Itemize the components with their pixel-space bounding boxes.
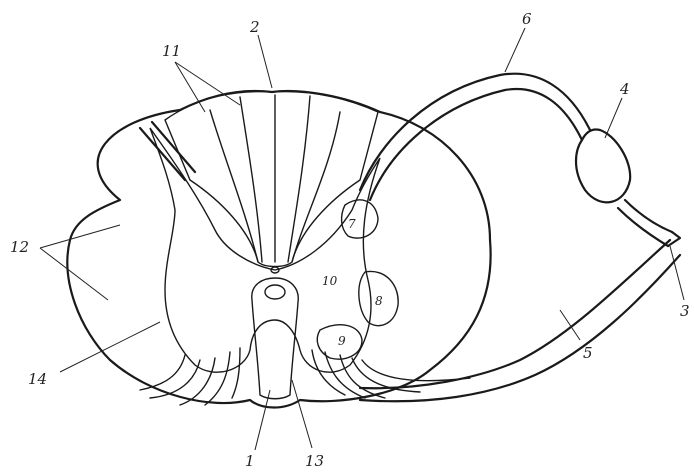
label-4: 4	[619, 80, 630, 98]
label-12: 12	[10, 238, 29, 256]
leader-14	[60, 322, 160, 372]
leader-4	[605, 98, 622, 138]
leader-6	[505, 28, 525, 72]
label-1: 1	[245, 452, 255, 470]
white-matter	[67, 91, 490, 408]
leader-13	[292, 380, 312, 448]
dorsal-root-6	[360, 74, 590, 190]
leader-3	[670, 246, 684, 300]
ventral-rootlet-right-5	[362, 360, 470, 381]
label-8: 8	[375, 294, 383, 308]
label-9: 9	[338, 334, 346, 348]
leader-2	[258, 35, 272, 88]
posterior-septum-left	[210, 110, 258, 262]
central-canal-region	[252, 278, 298, 399]
leader-5	[560, 310, 580, 340]
label-6: 6	[522, 10, 532, 28]
leader-12a	[40, 225, 120, 248]
label-3: 3	[680, 302, 690, 320]
ventral-rootlet-left-5	[232, 348, 240, 398]
spinal-ganglion	[576, 129, 630, 202]
leader-12b	[40, 248, 108, 300]
posterior-funiculi	[165, 92, 378, 267]
label-13: 13	[305, 452, 324, 470]
central-canal	[265, 285, 285, 299]
leader-1	[255, 390, 270, 450]
label-11: 11	[162, 42, 181, 60]
posterior-septum-right2	[288, 96, 310, 262]
dorsal-root-left-b	[152, 122, 195, 172]
label-7: 7	[348, 217, 356, 231]
label-14: 14	[28, 370, 47, 388]
ventral-rootlet-left-2	[150, 360, 200, 398]
label-2: 2	[249, 18, 260, 36]
label-5: 5	[583, 344, 593, 362]
label-10: 10	[322, 274, 338, 288]
ganglion-distal	[625, 200, 672, 232]
